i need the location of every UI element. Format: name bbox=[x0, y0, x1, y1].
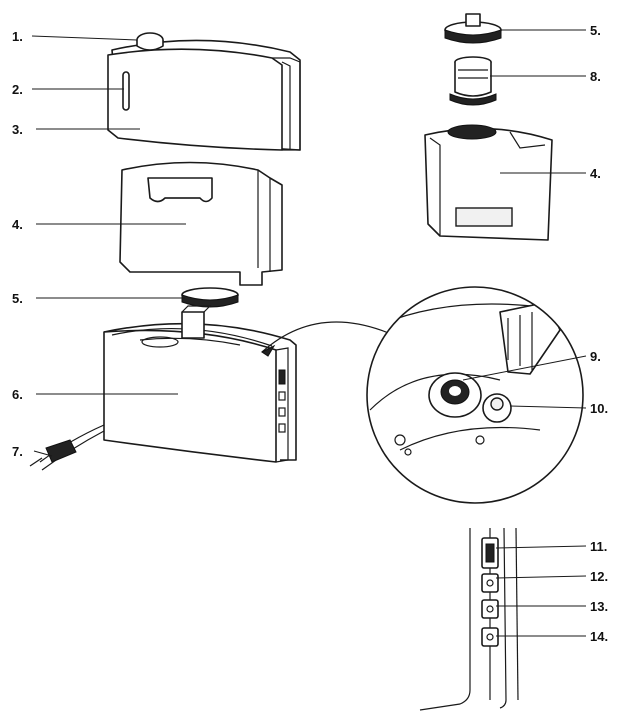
callout-3: 3. bbox=[12, 122, 23, 137]
main-base-unit bbox=[103, 305, 297, 463]
leader-lines bbox=[31, 29, 587, 637]
tank-base-insert-right bbox=[424, 124, 553, 241]
water-tank-top bbox=[107, 32, 301, 151]
callout-14: 14. bbox=[590, 629, 609, 644]
valve-cap-right bbox=[444, 13, 502, 44]
detail-arrow bbox=[261, 321, 401, 353]
callout-1: 1. bbox=[12, 29, 23, 44]
zoom-detail bbox=[366, 286, 584, 504]
callout-9: 9. bbox=[590, 349, 601, 364]
power-cable bbox=[29, 424, 105, 471]
callout-12: 12. bbox=[590, 569, 609, 584]
callout-5-right: 5. bbox=[590, 23, 601, 38]
callout-13: 13. bbox=[590, 599, 609, 614]
callout-11: 11. bbox=[590, 539, 608, 554]
callout-6: 6. bbox=[12, 387, 23, 402]
filter-cartridge bbox=[449, 56, 497, 106]
valve-ring-left bbox=[181, 287, 239, 308]
callout-4-left: 4. bbox=[12, 217, 23, 232]
control-panel-side-view bbox=[419, 527, 519, 711]
callout-2: 2. bbox=[12, 82, 23, 97]
callout-8: 8. bbox=[590, 69, 601, 84]
callout-4-right: 4. bbox=[590, 166, 601, 181]
tank-base-insert bbox=[119, 161, 283, 286]
callout-7: 7. bbox=[12, 444, 23, 459]
callout-5-left: 5. bbox=[12, 291, 23, 306]
callout-10: 10. bbox=[590, 401, 609, 416]
